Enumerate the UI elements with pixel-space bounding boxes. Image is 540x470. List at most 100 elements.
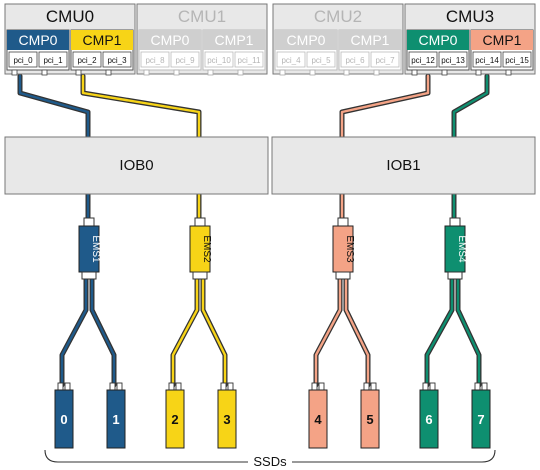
iob-label-0: IOB0 bbox=[119, 157, 153, 174]
pci-port-3-1-1 bbox=[505, 69, 512, 76]
pci-port-0-0-1 bbox=[41, 69, 48, 76]
pci-slot-0-0-0 bbox=[8, 51, 38, 68]
ssd-label-2: 2 bbox=[171, 412, 178, 427]
ssd-port-b-1 bbox=[116, 382, 123, 391]
pci-label-3-0-1: pci_13 bbox=[441, 56, 465, 65]
cmp-label-2-1: CMP1 bbox=[351, 32, 390, 48]
pci-slot-3-1-1 bbox=[502, 51, 532, 68]
ems-label-0: EMS1 bbox=[90, 235, 101, 263]
pci-port-2-0-1 bbox=[309, 69, 316, 76]
cmu-label-0: CMU0 bbox=[46, 7, 94, 26]
pci-port-1-1-1 bbox=[237, 69, 244, 76]
ssd-label-0: 0 bbox=[60, 412, 67, 427]
ssd-label-5: 5 bbox=[366, 412, 373, 427]
pci-port-1-0-1 bbox=[173, 69, 180, 76]
pci-port-1-1-0 bbox=[207, 69, 214, 76]
ems-bottom-connector-1 bbox=[192, 271, 208, 280]
pci-label-2-0-0: pci_4 bbox=[281, 56, 301, 65]
cable-ems-ssd-1 bbox=[90, 274, 116, 387]
ssd-port-a-5 bbox=[363, 382, 370, 391]
ssd-port-b-3 bbox=[227, 382, 234, 391]
ems-bottom-connector-2 bbox=[335, 271, 351, 280]
pci-port-3-1-0 bbox=[475, 69, 482, 76]
ems-label-3: EMS4 bbox=[456, 235, 467, 263]
pci-label-3-0-0: pci_12 bbox=[411, 56, 435, 65]
ssd-drive-3 bbox=[217, 389, 237, 449]
pci-port-1-0-0 bbox=[143, 69, 150, 76]
cmu-label-2: CMU2 bbox=[314, 7, 362, 26]
cmp-label-1-1: CMP1 bbox=[215, 32, 254, 48]
pci-slot-3-0-0 bbox=[408, 51, 438, 68]
cable-ems-ssd-6 bbox=[425, 274, 454, 387]
iob-box-1 bbox=[271, 136, 536, 195]
ssd-label-7: 7 bbox=[477, 412, 484, 427]
pci-label-0-1-1: pci_3 bbox=[107, 56, 127, 65]
pci-slot-1-1-1 bbox=[234, 51, 264, 68]
pci-slot-2-0-1 bbox=[306, 51, 336, 68]
ssd-port-b-5 bbox=[370, 382, 377, 391]
cmp-header-3-0 bbox=[407, 30, 469, 50]
ssd-port-b-2 bbox=[175, 382, 182, 391]
iob-box-0 bbox=[4, 136, 269, 195]
ssd-port-a-4 bbox=[311, 382, 318, 391]
cmp-label-3-1: CMP1 bbox=[483, 32, 522, 48]
pci-label-1-1-1: pci_11 bbox=[238, 56, 262, 65]
pci-slot-2-1-0 bbox=[340, 51, 370, 68]
ems-label-2: EMS3 bbox=[344, 235, 355, 263]
cmu-label-1: CMU1 bbox=[178, 7, 226, 26]
cmp-header-0-0 bbox=[7, 30, 69, 50]
cmp-label-2-0: CMP0 bbox=[287, 32, 326, 48]
ems-bottom-connector-3 bbox=[447, 271, 463, 280]
pci-port-0-1-1 bbox=[105, 69, 112, 76]
ems-bottom-connector-0 bbox=[81, 271, 97, 280]
ems-top-connector-3 bbox=[449, 217, 461, 227]
pci-slot-0-0-1 bbox=[38, 51, 68, 68]
ssd-port-a-3 bbox=[220, 382, 227, 391]
pci-slot-1-1-0 bbox=[204, 51, 234, 68]
pci-port-2-0-0 bbox=[279, 69, 286, 76]
cmp-header-0-1 bbox=[71, 30, 133, 50]
cmp-label-0-1: CMP1 bbox=[83, 32, 122, 48]
ssd-label-4: 4 bbox=[314, 412, 322, 427]
ssd-label-3: 3 bbox=[223, 412, 230, 427]
cable-ems-ssd-2 bbox=[171, 274, 199, 387]
cmp-header-2-1 bbox=[339, 30, 401, 50]
pci-slot-1-0-0 bbox=[140, 51, 170, 68]
ssd-drive-6 bbox=[419, 389, 439, 449]
cable-ems-ssd-3 bbox=[201, 274, 227, 387]
cmp-header-3-1 bbox=[471, 30, 533, 50]
pci-label-1-0-1: pci_9 bbox=[175, 56, 195, 65]
pci-slot-3-1-0 bbox=[472, 51, 502, 68]
ems-label-1: EMS2 bbox=[201, 235, 212, 263]
ssd-port-b-7 bbox=[481, 382, 488, 391]
cable-ems-ssd-0 bbox=[60, 274, 88, 387]
pci-port-2-1-1 bbox=[373, 69, 380, 76]
pci-slot-0-1-1 bbox=[102, 51, 132, 68]
ems-top-connector-0 bbox=[83, 217, 95, 227]
ssd-port-b-4 bbox=[318, 382, 325, 391]
cable-ems-ssd-7 bbox=[456, 274, 481, 387]
ssd-port-a-0 bbox=[57, 382, 64, 391]
pci-label-0-0-0: pci_0 bbox=[13, 56, 33, 65]
cmp-header-1-0 bbox=[139, 30, 201, 50]
ssd-port-b-0 bbox=[64, 382, 71, 391]
pci-slot-2-0-0 bbox=[276, 51, 306, 68]
pci-slot-0-1-0 bbox=[72, 51, 102, 68]
ssd-label-1: 1 bbox=[112, 412, 119, 427]
pci-label-2-1-1: pci_7 bbox=[375, 56, 395, 65]
ssd-port-a-1 bbox=[109, 382, 116, 391]
ssd-label-6: 6 bbox=[425, 412, 432, 427]
pci-label-0-0-1: pci_1 bbox=[43, 56, 63, 65]
pci-label-0-1-0: pci_2 bbox=[77, 56, 97, 65]
cmp-label-3-0: CMP0 bbox=[419, 32, 458, 48]
ssd-port-a-2 bbox=[168, 382, 175, 391]
cmu-label-3: CMU3 bbox=[446, 7, 494, 26]
pci-slot-3-0-1 bbox=[438, 51, 468, 68]
pci-label-1-0-0: pci_8 bbox=[145, 56, 165, 65]
ems-top-connector-1 bbox=[194, 217, 206, 227]
pci-slot-2-1-1 bbox=[370, 51, 400, 68]
pci-port-0-1-0 bbox=[75, 69, 82, 76]
pci-slot-1-0-1 bbox=[170, 51, 200, 68]
ssd-drive-1 bbox=[106, 389, 126, 449]
